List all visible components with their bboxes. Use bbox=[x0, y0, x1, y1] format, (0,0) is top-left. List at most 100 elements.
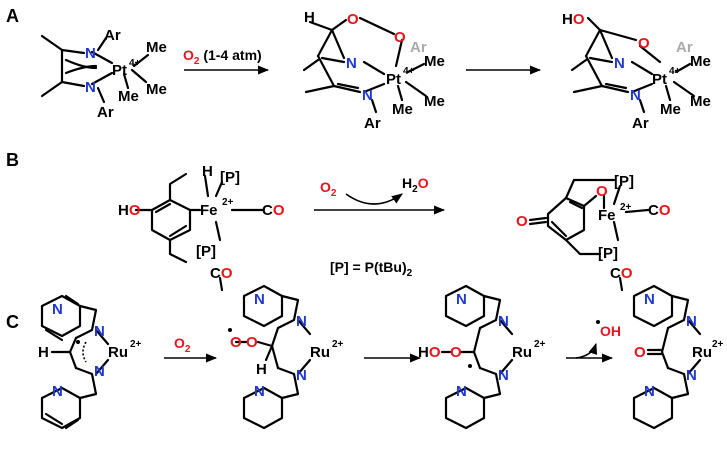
reagent-a: O2 (1-4 atm) bbox=[183, 47, 262, 67]
oxygen-atom: O bbox=[638, 35, 650, 52]
methyl-group: Me bbox=[118, 88, 139, 105]
panel-b: B HO H [P] Fe 2+ CO [P] CO O2 bbox=[6, 150, 671, 292]
ruthenium-center: Ru bbox=[108, 344, 128, 361]
phosphine-ligand: [P] bbox=[614, 173, 634, 190]
oxygen-atom: O bbox=[347, 11, 359, 28]
nitrogen-atom: N bbox=[686, 313, 697, 330]
reagent-b: O2 bbox=[320, 179, 337, 199]
methyl-group: Me bbox=[690, 53, 711, 70]
nitrogen-atom: N bbox=[52, 301, 63, 318]
panel-b-product: O O [P] Fe 2+ CO [P] CO bbox=[516, 173, 671, 292]
oxygen-atom: O bbox=[246, 334, 258, 351]
nitrogen-atom: N bbox=[94, 363, 105, 380]
ketone-oxygen: O bbox=[516, 213, 528, 230]
panel-a-product: HO O N N Pt 4+ Ar Me Me Me Ar bbox=[562, 11, 711, 132]
ruthenium-charge: 2+ bbox=[332, 339, 344, 350]
panel-c-peroxyl: O O H N N N N Ru 2+ bbox=[228, 284, 344, 430]
aryl-group: Ar bbox=[97, 104, 114, 121]
aryl-group: Ar bbox=[364, 115, 381, 132]
nitrogen-atom: N bbox=[630, 87, 641, 104]
ligand-definition: [P] = P(tBu)2 bbox=[330, 259, 413, 279]
ketone-oxygen: O bbox=[634, 344, 646, 361]
methyl-group: Me bbox=[690, 93, 711, 110]
hydrogen-atom: H bbox=[304, 9, 315, 26]
nitrogen-atom: N bbox=[644, 291, 655, 308]
iron-center: Fe bbox=[200, 202, 218, 219]
panel-c-reactant: H N N N N Ru 2+ bbox=[38, 294, 142, 430]
oxygen-atom: O bbox=[450, 344, 462, 361]
phosphine-ligand: [P] bbox=[598, 245, 618, 262]
aryl-group: Ar bbox=[632, 115, 649, 132]
nitrogen-atom: N bbox=[686, 367, 697, 384]
platinum-charge: 4+ bbox=[129, 58, 141, 69]
methyl-group: Me bbox=[424, 53, 445, 70]
ruthenium-center: Ru bbox=[310, 344, 330, 361]
aryl-group: Ar bbox=[676, 39, 693, 56]
reagent-c: O2 bbox=[174, 335, 191, 355]
panel-a-label: A bbox=[6, 6, 19, 26]
panel-c-product: O N N N N Ru 2+ bbox=[632, 284, 724, 430]
carbonyl-ligand: CO bbox=[262, 202, 285, 219]
platinum-center: Pt bbox=[652, 71, 667, 88]
hydroxyl-group: HO bbox=[418, 344, 441, 361]
methyl-group: Me bbox=[660, 101, 681, 118]
aryl-group: Ar bbox=[104, 27, 121, 44]
nitrogen-atom: N bbox=[498, 367, 509, 384]
curved-arrow-c bbox=[575, 342, 598, 359]
panel-c-label: C bbox=[6, 312, 19, 332]
nitrogen-atom: N bbox=[296, 313, 307, 330]
nitrogen-atom: N bbox=[85, 79, 96, 96]
hydroxyl-group: HO bbox=[562, 11, 585, 28]
alkoxide-oxygen: O bbox=[596, 183, 608, 200]
phosphine-ligand: [P] bbox=[220, 169, 240, 186]
methyl-group: Me bbox=[424, 93, 445, 110]
nitrogen-atom: N bbox=[346, 55, 357, 72]
ruthenium-charge: 2+ bbox=[712, 339, 724, 350]
methyl-group: Me bbox=[392, 101, 413, 118]
nitrogen-atom: N bbox=[254, 291, 265, 308]
nitrogen-atom: N bbox=[94, 323, 105, 340]
aryl-group: Ar bbox=[410, 39, 427, 56]
hydroxyl-group: HO bbox=[118, 202, 141, 219]
ruthenium-center: Ru bbox=[692, 344, 712, 361]
nitrogen-atom: N bbox=[644, 383, 655, 400]
platinum-center: Pt bbox=[112, 62, 127, 79]
iron-charge: 2+ bbox=[222, 197, 234, 208]
platinum-charge: 4+ bbox=[669, 66, 681, 77]
panel-a: A N N Ar Ar Pt 4+ Me Me Me O2 ( bbox=[6, 6, 711, 132]
methyl-group: Me bbox=[146, 81, 167, 98]
hydrogen-atom: H bbox=[202, 163, 213, 180]
nitrogen-atom: N bbox=[254, 383, 265, 400]
carbonyl-ligand: CO bbox=[648, 202, 671, 219]
nitrogen-atom: N bbox=[296, 367, 307, 384]
hydrogen-atom: H bbox=[38, 344, 49, 361]
carbonyl-ligand: CO bbox=[210, 265, 233, 282]
nitrogen-atom: N bbox=[362, 87, 373, 104]
nitrogen-atom: N bbox=[498, 313, 509, 330]
oxygen-atom: O bbox=[230, 334, 242, 351]
phosphine-ligand: [P] bbox=[196, 243, 216, 260]
panel-c: C H N N N N Ru 2+ O2 bbox=[6, 284, 724, 430]
hydroxyl-radical: OH bbox=[600, 323, 621, 339]
nitrogen-atom: N bbox=[456, 383, 467, 400]
hydrogen-atom: H bbox=[256, 361, 267, 378]
ruthenium-charge: 2+ bbox=[130, 339, 142, 350]
nitrogen-atom: N bbox=[456, 291, 467, 308]
nitrogen-atom: N bbox=[85, 45, 96, 62]
panel-a-intermediate: H O O N N Pt 4+ Ar Me Me Me Ar bbox=[302, 9, 445, 132]
oxygen-atom: O bbox=[394, 29, 406, 46]
ruthenium-center: Ru bbox=[512, 344, 532, 361]
iron-charge: 2+ bbox=[620, 202, 632, 213]
platinum-charge: 4+ bbox=[403, 66, 415, 77]
ruthenium-charge: 2+ bbox=[534, 339, 546, 350]
byproduct-water: H2O bbox=[402, 175, 429, 195]
platinum-center: Pt bbox=[386, 71, 401, 88]
carbonyl-ligand: CO bbox=[610, 265, 633, 282]
curved-arrow-b bbox=[345, 193, 403, 205]
panel-c-hydroperoxy: HO O N N N N Ru 2+ bbox=[418, 284, 546, 430]
iron-center: Fe bbox=[598, 207, 616, 224]
nitrogen-atom: N bbox=[52, 383, 63, 400]
panel-b-reactant: HO H [P] Fe 2+ CO [P] CO bbox=[118, 163, 285, 292]
panel-a-reactant: N N Ar Ar Pt 4+ Me Me Me bbox=[40, 27, 167, 121]
